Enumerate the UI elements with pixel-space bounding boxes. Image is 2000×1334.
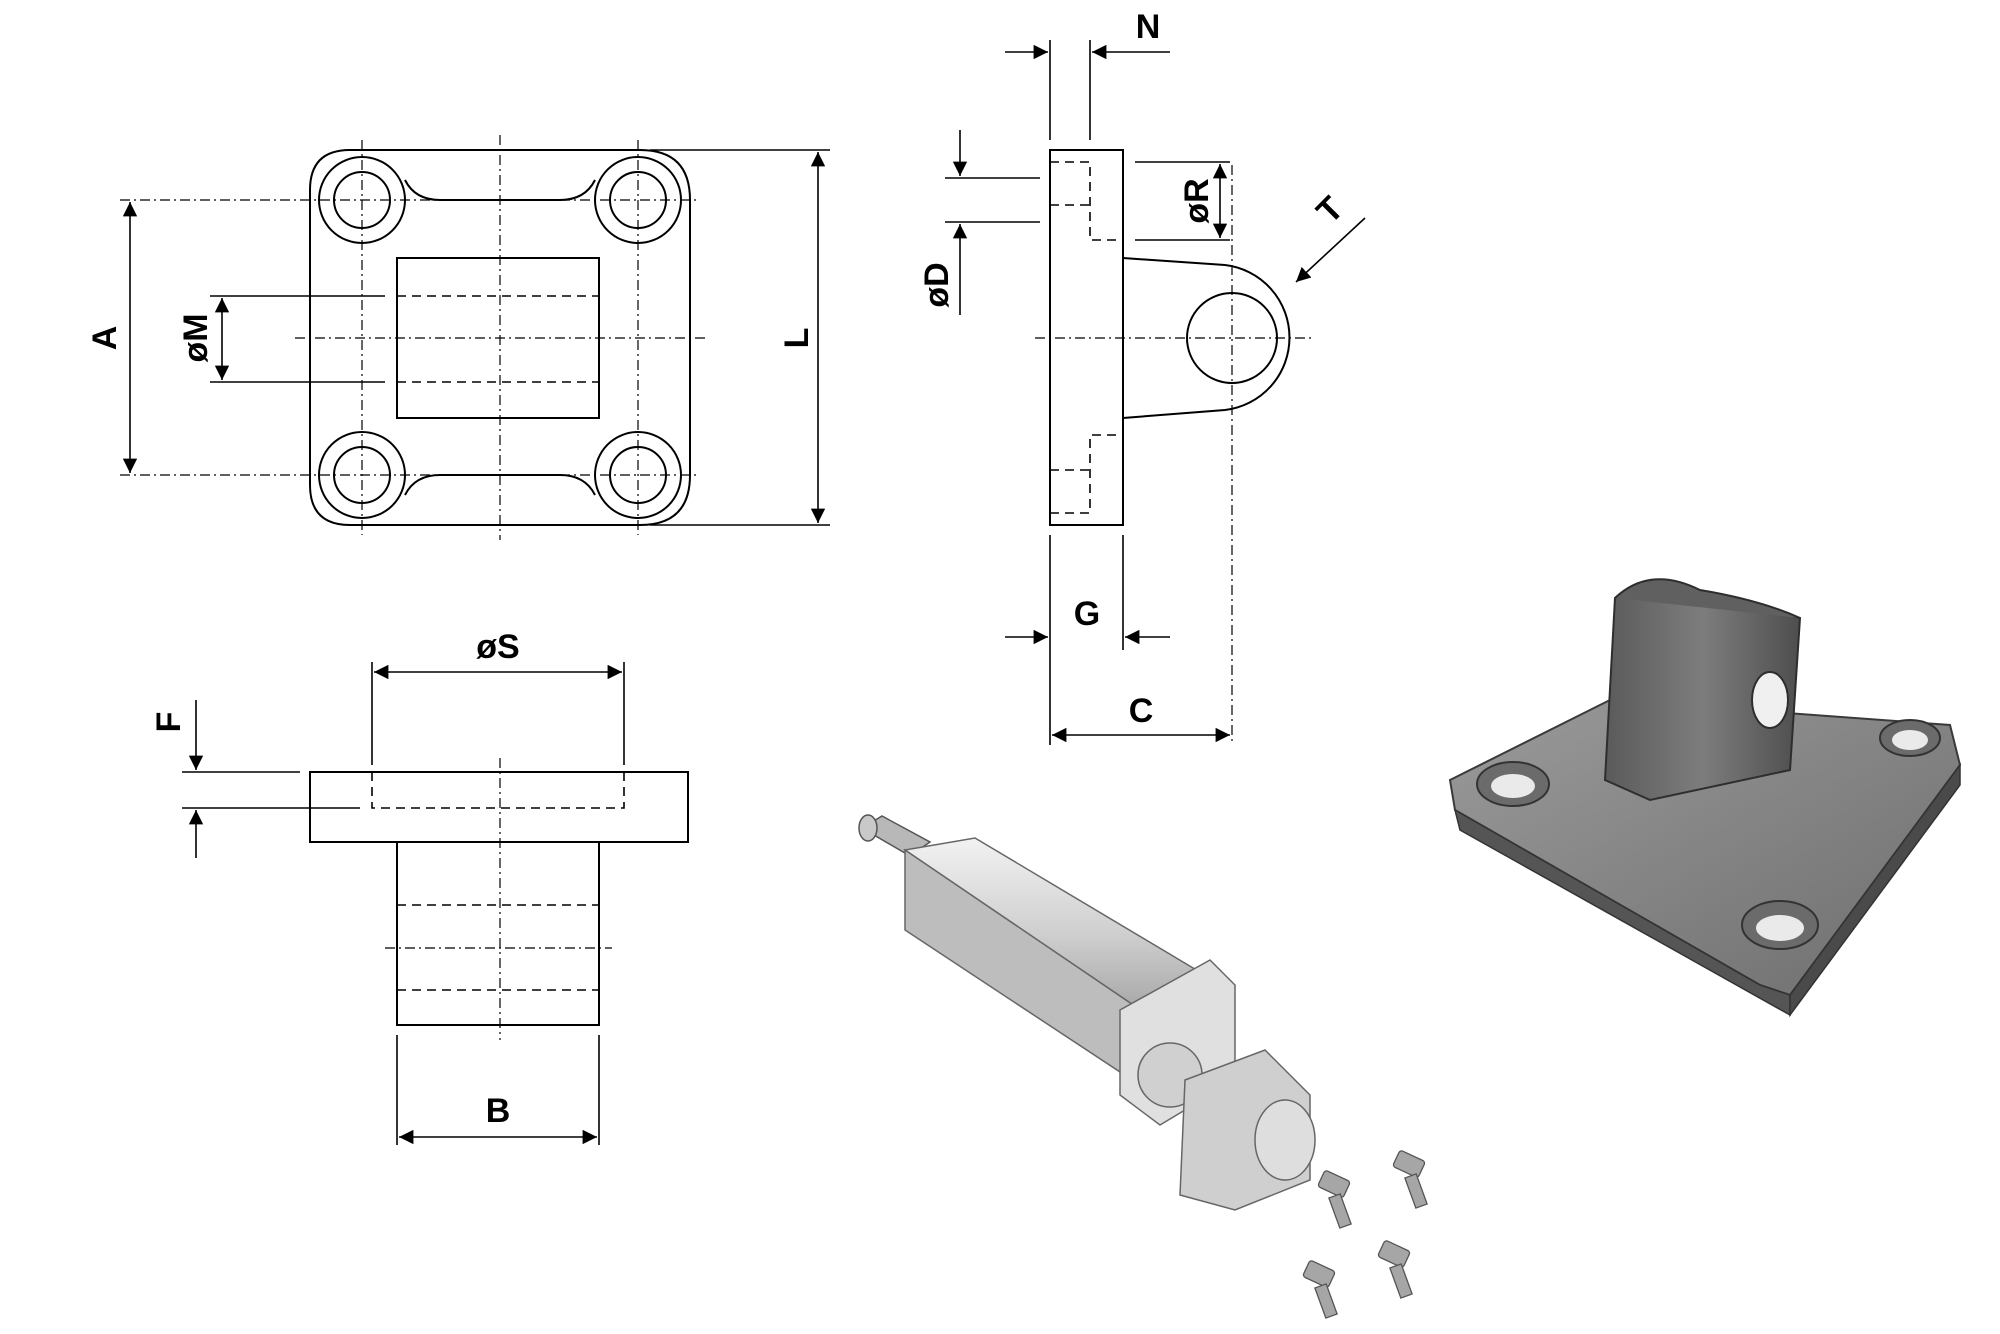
dim-label-c: C xyxy=(1129,692,1154,730)
casting-photo xyxy=(1448,578,1962,1018)
dim-label-m: øM xyxy=(177,313,215,362)
dim-label-s: øS xyxy=(476,628,519,666)
dim-label-r: øR xyxy=(1178,178,1216,223)
dim-label-n: N xyxy=(1136,8,1161,46)
dim-label-f: F xyxy=(150,712,188,733)
dim-label-g: G xyxy=(1074,595,1100,633)
dim-label-d: øD xyxy=(918,262,956,307)
side-view: N øR øD T G C xyxy=(918,8,1366,745)
dim-label-b: B xyxy=(486,1092,511,1130)
dim-label-t: T xyxy=(1309,189,1351,231)
dim-label-a: A xyxy=(86,326,124,351)
front-view: øS F B xyxy=(150,628,689,1145)
cylinder-assembly-image xyxy=(858,814,1428,1319)
dim-label-l: L xyxy=(778,328,816,349)
top-view: A øM L xyxy=(86,135,830,540)
